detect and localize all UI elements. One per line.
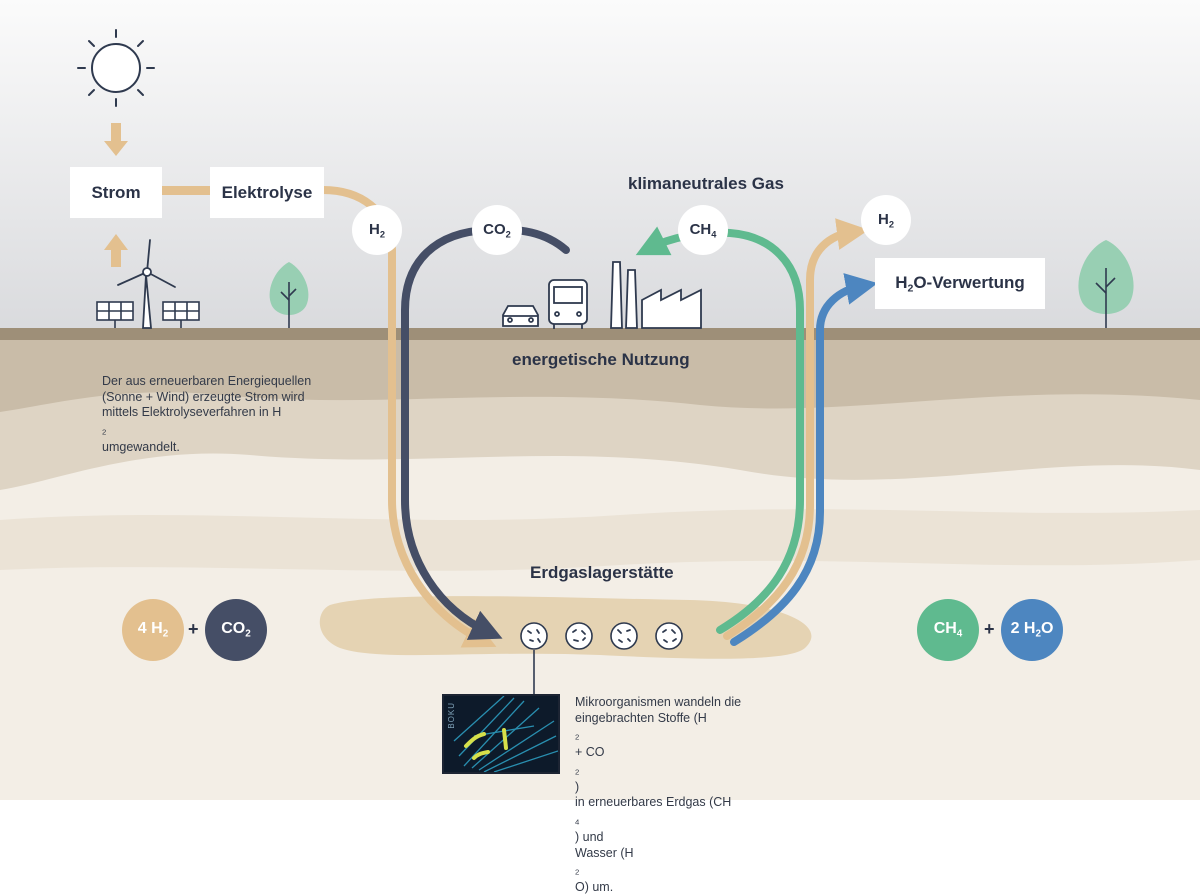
h2-bubble-left: H2 — [352, 205, 402, 255]
erdgaslagerstaette-label: Erdgaslagerstätte — [530, 563, 674, 582]
co2-input-circle: CO2 — [205, 599, 267, 661]
strom-box: Strom — [70, 167, 162, 218]
h2o-verwertung-label: H2O-Verwertung — [895, 272, 1025, 295]
wind-turbine-icon — [117, 239, 176, 329]
microorganism-description: Mikroorganismen wandeln die eingebrachte… — [575, 695, 742, 895]
h2o-outflow-arrow — [730, 273, 878, 646]
co2-bubble: CO2 — [472, 205, 522, 255]
h2-outflow-arrow — [723, 218, 869, 640]
factory-icon — [610, 261, 702, 329]
h2o-verwertung-box: H2O-Verwertung — [875, 258, 1045, 309]
car-icon — [502, 305, 539, 327]
microbe-icon — [520, 622, 548, 650]
microbe-icon — [655, 622, 683, 650]
bus-icon — [548, 279, 588, 329]
h2-inflow-arrow — [319, 186, 497, 648]
klimaneutrales-gas-label: klimaneutrales Gas — [628, 174, 784, 193]
ground-layer-3 — [0, 509, 1200, 571]
sun-arrow-icon — [104, 123, 128, 156]
strom-label: Strom — [91, 182, 141, 202]
sun-icon — [77, 29, 155, 107]
plus-sign-left: + — [188, 619, 199, 639]
ch4-output-circle: CH4 — [917, 599, 979, 661]
microbe-icon — [565, 622, 593, 650]
electrolysis-description: Der aus erneuerbaren Energiequellen (Son… — [102, 374, 312, 454]
microbe-icon — [610, 622, 638, 650]
solar-panel-icon — [162, 301, 200, 328]
ground-layer-1 — [0, 328, 1200, 412]
elektrolyse-label: Elektrolyse — [221, 182, 313, 202]
plus-sign-right: + — [984, 619, 995, 639]
energetische-nutzung-label: energetische Nutzung — [512, 350, 690, 369]
h2-bubble-right: H2 — [861, 195, 911, 245]
h2o-output-circle: 2 H2O — [1001, 599, 1063, 661]
microorganism-photo: BOKU — [442, 694, 560, 774]
ch4-bubble: CH4 — [678, 205, 728, 255]
ground-surface — [0, 328, 1200, 340]
photo-watermark: BOKU — [447, 702, 456, 729]
tree-icon — [269, 262, 309, 328]
strom-connector — [160, 186, 210, 195]
solar-panel-icon — [96, 301, 134, 328]
elektrolyse-box: Elektrolyse — [210, 167, 324, 218]
up-arrow-icon — [104, 234, 128, 267]
diagram-scene — [0, 0, 1200, 800]
h2-input-circle: 4 H2 — [122, 599, 184, 661]
tree-icon — [1078, 240, 1134, 328]
